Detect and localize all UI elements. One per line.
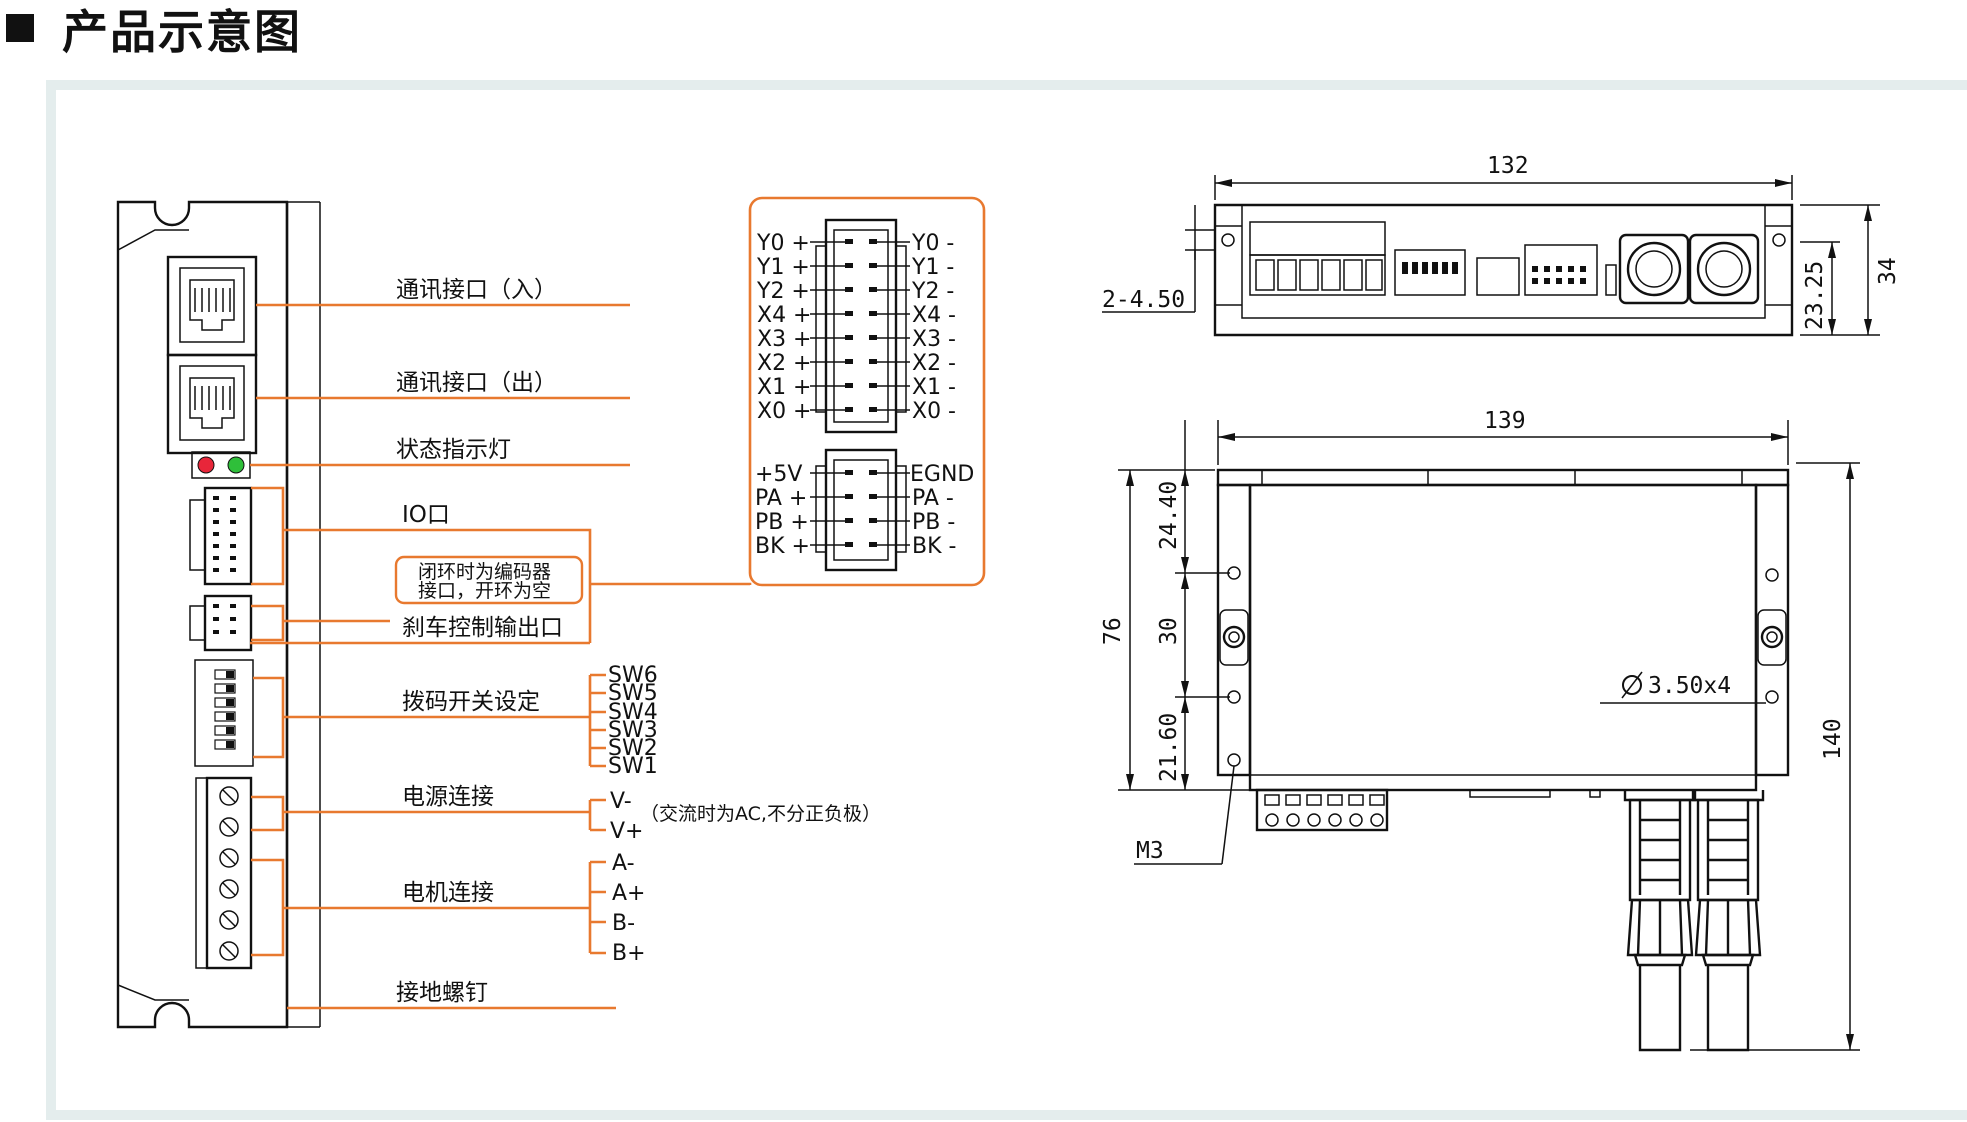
- driver-top-view: [1216, 468, 1790, 1052]
- driver-front-view: [116, 200, 321, 1029]
- io-pin-label: Y0 +: [756, 231, 810, 256]
- motor-pin-label: B-: [612, 911, 635, 936]
- dim-screw: M3: [1136, 838, 1164, 864]
- label-brake-out: 刹车控制输出口: [402, 615, 563, 641]
- callout-labels: 通讯接口（入） 通讯接口（出） 状态指示灯 IO口 闭环时为编码器 接口，开环为…: [396, 277, 881, 1006]
- dim-bottom-width: 139: [1484, 408, 1526, 434]
- driver-side-view: [1213, 203, 1794, 337]
- io-pin-label: X2 +: [757, 351, 812, 376]
- label-encoder-note-1: 闭环时为编码器: [418, 561, 551, 583]
- label-motor: 电机连接: [402, 880, 494, 906]
- dim-hole-diameter: 3.50x4: [1648, 673, 1731, 699]
- top-view-dimensions: 139 24.40 30 21.60 76 140 3.50x4 M3: [1100, 408, 1860, 1051]
- encoder-pin-label: BK +: [755, 534, 810, 559]
- dim-total-length: 140: [1820, 718, 1846, 760]
- io-pin-label: X1 -: [912, 375, 956, 400]
- io-pin-label: X1 +: [757, 375, 812, 400]
- label-ground: 接地螺钉: [396, 980, 488, 1006]
- switch-label: SW2: [608, 736, 658, 761]
- dim-seg2: 30: [1156, 617, 1182, 645]
- switch-label: SW1: [608, 754, 658, 779]
- diameter-icon: [1622, 675, 1642, 695]
- encoder-pin-label: BK -: [912, 534, 956, 559]
- label-power: 电源连接: [402, 784, 494, 810]
- diagram-background: [56, 90, 1967, 1110]
- encoder-pinout: +5V PA + PB + BK + EGND PA - PB - BK -: [755, 448, 974, 572]
- switch-label: SW5: [608, 681, 658, 706]
- io-pin-label: Y0 -: [911, 231, 954, 256]
- encoder-pin-label: PA +: [755, 486, 807, 511]
- io-pin-label: Y2 +: [756, 279, 810, 304]
- label-ac-note: （交流时为AC,不分正负极）: [640, 803, 881, 825]
- io-pin-label: X3 -: [912, 327, 956, 352]
- title-bullet: [6, 14, 34, 42]
- page-title: 产品示意图: [62, 5, 302, 59]
- switch-label: SW3: [608, 718, 658, 743]
- label-status-led: 状态指示灯: [396, 437, 511, 463]
- io-pin-label: X4 -: [912, 303, 956, 328]
- label-dip-switch: 拨码开关设定: [402, 689, 540, 715]
- dim-hole-spec: 2-4.50: [1102, 287, 1185, 313]
- io-pinout: Y0 + Y1 + Y2 + X4 + X3 + X2 + X1 + X0 + …: [756, 218, 956, 434]
- motor-pin-label: A-: [612, 851, 635, 876]
- label-encoder-note-2: 接口，开环为空: [418, 580, 551, 602]
- encoder-note-box: [394, 555, 584, 605]
- switch-label: SW6: [608, 663, 658, 688]
- label-comm-in: 通讯接口（入）: [396, 277, 557, 303]
- io-pin-label: X4 +: [757, 303, 812, 328]
- dim-height-total: 34: [1875, 257, 1901, 285]
- pinout-box: [748, 196, 986, 587]
- encoder-pin-label: +5V: [755, 462, 802, 487]
- io-pin-label: X0 +: [757, 399, 812, 424]
- io-pin-label: X3 +: [757, 327, 812, 352]
- label-io-port: IO口: [402, 502, 450, 528]
- label-comm-out: 通讯接口（出）: [396, 370, 557, 396]
- motor-pin-label: B+: [612, 941, 646, 966]
- switch-label: SW4: [608, 700, 658, 725]
- dim-seg3: 21.60: [1156, 713, 1182, 782]
- led-red-icon: [197, 456, 215, 474]
- io-pin-label: X0 -: [912, 399, 956, 424]
- power-pin-label: V-: [610, 789, 632, 814]
- io-pin-label: Y1 +: [756, 255, 810, 280]
- encoder-pin-label: PB +: [755, 510, 809, 535]
- io-pin-label: Y1 -: [911, 255, 954, 280]
- dim-seg1: 24.40: [1156, 481, 1182, 550]
- led-green-icon: [227, 456, 245, 474]
- encoder-pin-label: PA -: [912, 486, 954, 511]
- io-pin-label: Y2 -: [911, 279, 954, 304]
- dim-mount-pitch: 76: [1100, 617, 1126, 645]
- dim-height-inner: 23.25: [1802, 261, 1828, 330]
- motor-pin-label: A+: [612, 881, 645, 906]
- encoder-pin-label: EGND: [910, 462, 974, 487]
- dim-top-width: 132: [1487, 153, 1529, 179]
- side-view-dimensions: 132 2-4.50 23.25 34: [1102, 153, 1901, 336]
- title-bar: 产品示意图: [0, 0, 1967, 72]
- io-pin-label: X2 -: [912, 351, 956, 376]
- encoder-pin-label: PB -: [912, 510, 955, 535]
- power-pin-label: V+: [610, 819, 643, 844]
- callout-lines: [250, 196, 986, 1010]
